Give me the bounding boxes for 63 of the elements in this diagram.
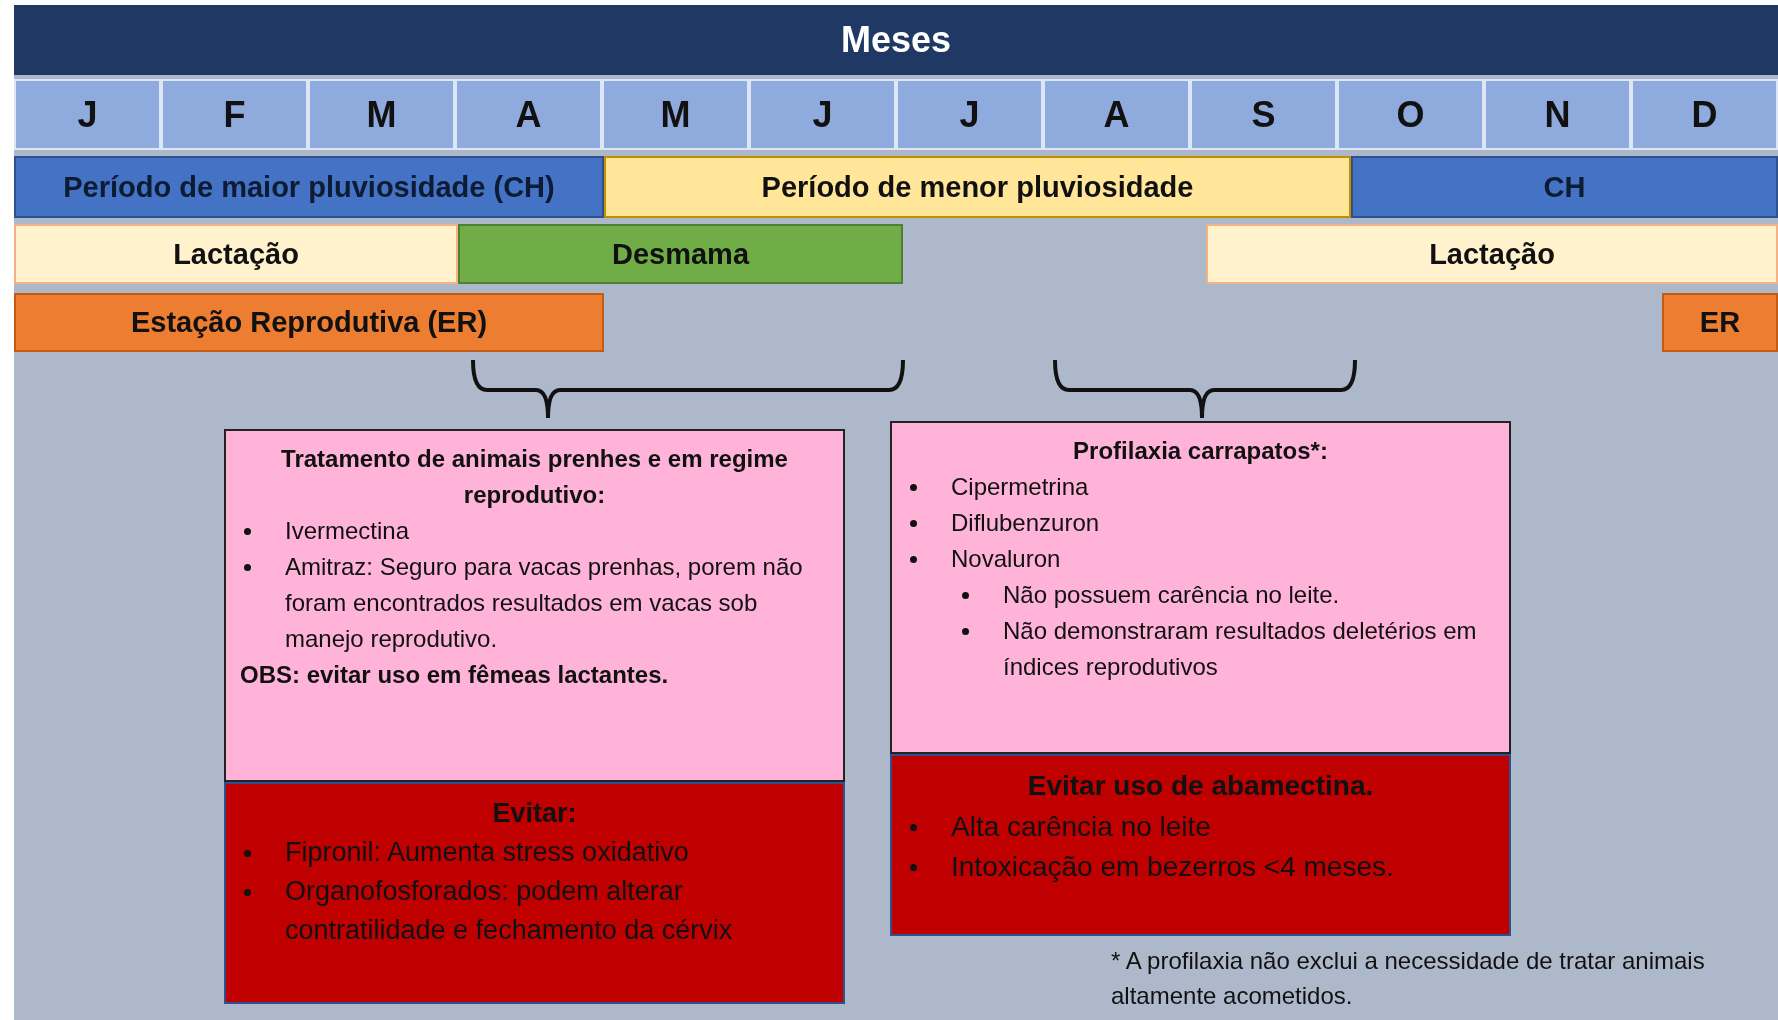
bar-label: Lactação xyxy=(1429,237,1555,271)
prophylaxis-box xyxy=(890,421,1511,754)
month-cell xyxy=(1484,79,1631,150)
bar-label: J xyxy=(959,93,980,136)
list-item-text: Alta carência no leite xyxy=(951,809,1211,844)
list-item-text: Não demonstraram resultados deletérios em índices reprodutivos xyxy=(1003,616,1478,682)
bar-label: Desmama xyxy=(612,237,749,271)
warning-box xyxy=(890,754,1511,936)
bar-label: ER xyxy=(1699,306,1741,339)
box-heading: Evitar: xyxy=(491,797,578,830)
list-item-text: Novaluron xyxy=(951,544,1061,574)
list-item-text: Organofosforados: podem alterar contratilidade e fechamento da cérvix xyxy=(285,875,734,948)
list-item-text: Não possuem carência no leite. xyxy=(1003,580,1340,610)
list-item-text: Intoxicação em bezerros <4 meses. xyxy=(951,850,1394,885)
bar-label: CH xyxy=(1543,170,1586,204)
period-bar xyxy=(1351,156,1778,218)
box-heading: Tratamento de animais prenhes e em regime reprodutivo: xyxy=(280,444,789,510)
bar-label: F xyxy=(223,93,246,136)
month-cell xyxy=(602,79,749,150)
bar-label: J xyxy=(812,93,833,136)
season-bar xyxy=(14,293,604,352)
list-item-text: Amitraz: Seguro para vacas prenhas, porem não foram encontrados resultados em vacas sob manejo reprodutivo. xyxy=(285,552,804,654)
list-item-text: Cipermetrina xyxy=(951,472,1089,502)
bar-label: Estação Reprodutiva (ER) xyxy=(130,306,488,339)
box-heading: Evitar uso de abamectina. xyxy=(1026,769,1375,803)
month-cell xyxy=(1631,79,1778,150)
month-cell xyxy=(1190,79,1337,150)
list-item-text: Diflubenzuron xyxy=(951,508,1100,538)
treatment-box xyxy=(224,429,845,782)
month-cell xyxy=(455,79,602,150)
bar-label: Período de menor pluviosidade xyxy=(761,170,1194,204)
note-text: OBS: evitar uso em fêmeas lactantes. xyxy=(240,660,669,690)
box-heading: Profilaxia carrapatos*: xyxy=(1072,436,1329,466)
bar-label: S xyxy=(1251,93,1276,136)
list-item-text: Fipronil: Aumenta stress oxidativo xyxy=(285,836,689,870)
bar-label: Meses xyxy=(840,19,952,61)
month-cell xyxy=(14,79,161,150)
phase-bar xyxy=(458,224,903,284)
bar-label: M xyxy=(660,93,691,136)
season-bar xyxy=(1662,293,1778,352)
header-band xyxy=(14,5,1778,75)
period-bar xyxy=(604,156,1351,218)
month-cell xyxy=(896,79,1043,150)
phase-bar xyxy=(14,224,458,284)
month-cell xyxy=(308,79,455,150)
bar-label: Período de maior pluviosidade (CH) xyxy=(63,170,555,204)
bar-label: O xyxy=(1396,93,1425,136)
phase-bar xyxy=(1206,224,1778,284)
bar-label: N xyxy=(1544,93,1571,136)
bar-label: Lactação xyxy=(173,237,299,271)
month-cell xyxy=(1337,79,1484,150)
warning-box xyxy=(224,782,845,1004)
bar-label: A xyxy=(515,93,542,136)
list-item-text: Ivermectina xyxy=(285,516,410,546)
month-cell xyxy=(161,79,308,150)
month-cell xyxy=(1043,79,1190,150)
bar-label: D xyxy=(1691,93,1718,136)
bar-label: M xyxy=(366,93,397,136)
footnote-text: * A profilaxia não exclui a necessidade de tratar animais altamente acometidos. xyxy=(1111,946,1706,1011)
period-bar xyxy=(14,156,604,218)
bar-label: J xyxy=(77,93,98,136)
month-cell xyxy=(749,79,896,150)
bar-label: A xyxy=(1103,93,1130,136)
